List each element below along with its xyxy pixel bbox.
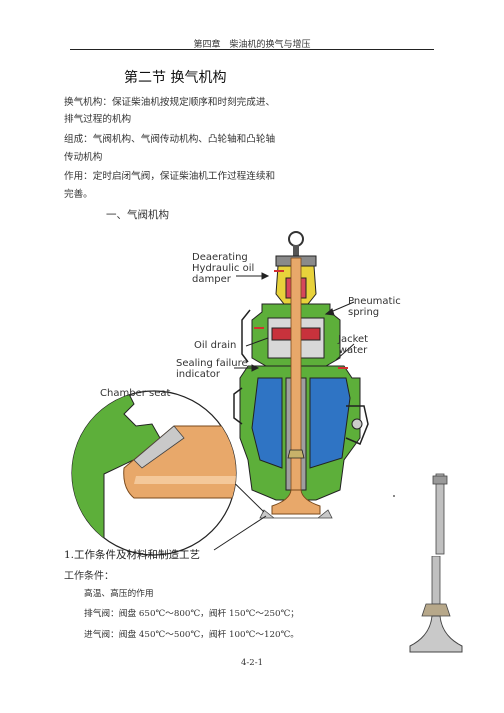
- label-pneumatic-line2: spring: [348, 307, 380, 318]
- page-number: 4-2-1: [241, 658, 263, 668]
- label-deaerating-line2: Hydraulic oil: [192, 263, 255, 274]
- condition-item-2: 排气阀：阀盘 650℃～800℃，阀杆 150℃～250℃；: [84, 609, 299, 619]
- label-sealing-line1: Sealing failure: [176, 358, 248, 369]
- subsection-heading: 一、气阀机构: [106, 209, 169, 221]
- intro-line-5: 作用：定时启闭气阀，保证柴油机工作过程连续和: [64, 171, 276, 182]
- valve-figure: Deaerating Hydraulic oil damper Pneumati…: [64, 228, 504, 558]
- intro-line-1: 换气机构：保证柴油机按规定顺序和时刻完成进、: [64, 97, 276, 108]
- label-pneumatic-spring: Pneumatic spring: [348, 296, 401, 318]
- label-deaerating-line1: Deaerating: [192, 252, 248, 263]
- spare-valve-head: [409, 556, 463, 653]
- label-oil-drain: Oil drain: [194, 340, 237, 351]
- valve-housing: [233, 231, 369, 519]
- label-jacket-line1: Jacket: [338, 334, 369, 345]
- spare-valve: [393, 473, 448, 555]
- label-deaerating: Deaerating Hydraulic oil damper: [192, 252, 254, 285]
- section-heading-1: 1.工作条件及材料和制造工艺: [64, 549, 201, 561]
- label-deaerating-line3: damper: [192, 274, 231, 285]
- valve-illustration: [71, 231, 448, 556]
- page-header: 第四章 柴油机的换气与增压: [193, 40, 311, 50]
- label-pneumatic-line1: Pneumatic: [348, 296, 401, 307]
- intro-line-6: 完善。: [64, 189, 93, 200]
- label-jacket-line2: water: [338, 345, 368, 356]
- label-jacket-water: Jacket water: [338, 334, 368, 356]
- label-chamber-seat: Chamber seat: [100, 388, 171, 399]
- condition-item-3: 进气阀：阀盘 450℃～500℃，阀杆 100℃～120℃。: [84, 630, 299, 640]
- working-conditions-label: 工作条件：: [64, 571, 114, 582]
- section-title: 第二节 换气机构: [124, 70, 227, 86]
- header-rule: [70, 49, 434, 50]
- intro-line-2: 排气过程的机构: [64, 114, 132, 125]
- intro-line-3: 组成：气阀机构、气阀传动机构、凸轮轴和凸轮轴: [64, 134, 276, 145]
- intro-line-4: 传动机构: [64, 152, 103, 163]
- label-sealing-failure: Sealing failure indicator: [176, 358, 248, 380]
- condition-item-1: 高温、高压的作用: [84, 589, 154, 599]
- label-sealing-line2: indicator: [176, 369, 221, 380]
